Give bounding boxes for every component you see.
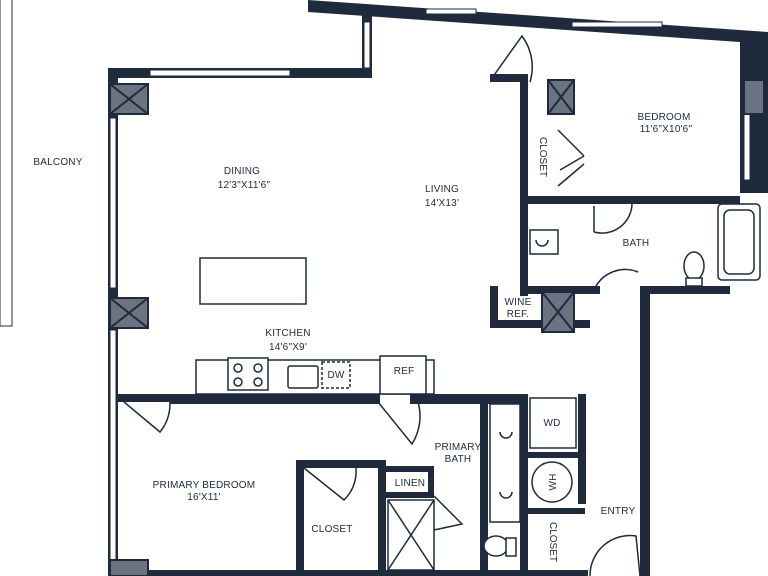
balcony-label: BALCONY [33,157,82,168]
living-size: 14'X13' [425,198,459,209]
linen-label: LINEN [395,478,425,489]
kitchen-island [199,257,307,305]
closet-bedroom-label: CLOSET [537,137,548,177]
living-label: LIVING [425,184,459,195]
dining-size: 12'3"X11'6" [218,180,271,191]
dw-label: DW [327,370,344,381]
entry-label: ENTRY [601,506,636,517]
bedroom-label: BEDROOM [637,112,690,123]
bath-fixtures [387,203,761,571]
primary-bath-label-2: BATH [445,454,472,465]
kitchen-label: KITCHEN [265,328,310,339]
closet-entry-label: CLOSET [547,522,558,562]
wine-ref-label-1: WINE [505,297,532,308]
closet-primary-label: CLOSET [311,524,352,535]
wh-label: WH [548,473,559,490]
bedroom-size: 11'6"X10'6" [640,124,693,135]
primary-bath-label: PRIMARY [435,442,482,453]
primary-bedroom-label: PRIMARY BEDROOM [153,480,256,491]
primary-bedroom-size: 16'X11' [187,492,220,503]
kitchen-counter [195,355,435,395]
bath-label: BATH [623,238,650,249]
wd-label: WD [543,418,560,429]
ref-label: REF [394,366,415,377]
columns [109,79,765,576]
dining-label: DINING [224,166,260,177]
wine-ref-label-2: REF. [507,309,529,320]
doors [123,34,641,576]
kitchen-size: 14'6"X9' [269,342,307,353]
balcony-outline [0,0,13,327]
